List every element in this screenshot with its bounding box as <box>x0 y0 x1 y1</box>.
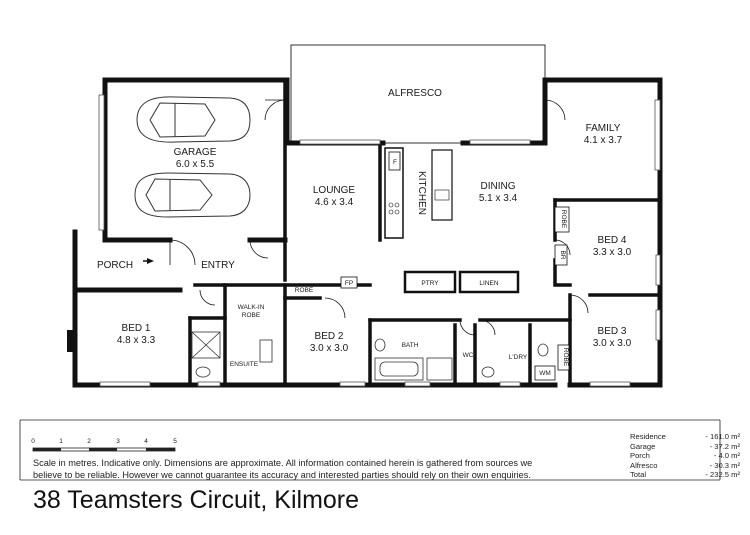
scale-tick: 3 <box>116 438 120 445</box>
room-name-bed4: BED 4 <box>598 235 627 246</box>
fridge-label: F <box>393 159 397 166</box>
room-name-bed2: BED 2 <box>315 331 344 342</box>
room-size-lounge: 4.6 x 3.4 <box>315 197 354 208</box>
room-size-garage: 6.0 x 5.5 <box>176 159 215 170</box>
storage-boxes <box>340 206 570 381</box>
room-name-bed1: BED 1 <box>122 323 151 334</box>
room-size-bed1: 4.8 x 3.3 <box>117 335 156 346</box>
area-label: Residence <box>630 432 666 441</box>
kitchen-benches <box>384 147 453 239</box>
exterior-walls <box>72 77 663 388</box>
room-name-linen: LINEN <box>479 280 498 287</box>
wm-label: WM <box>539 370 551 377</box>
area-row: Alfresco - 30.3 m² <box>630 461 740 471</box>
room-name-robe-bed3: ROBE <box>562 348 569 367</box>
room-name-kitchen: KITCHEN <box>416 171 427 215</box>
interior-walls <box>188 78 662 387</box>
room-size-bed4: 3.3 x 3.0 <box>593 247 632 258</box>
scale-tick: 4 <box>144 438 148 445</box>
area-label: Total <box>630 470 647 480</box>
area-row: Residence - 161.0 m² <box>630 432 740 442</box>
property-address: 38 Teamsters Circuit, Kilmore <box>33 486 360 514</box>
area-label: Garage <box>630 441 656 451</box>
area-label: Porch <box>630 451 650 461</box>
room-name-bed3: BED 3 <box>598 326 627 337</box>
room-name-bath: BATH <box>402 342 419 349</box>
area-summary: Residence - 161.0 m² Garage - 37.2 m² Porc… <box>630 432 740 480</box>
room-name-porch: PORCH <box>97 260 133 271</box>
area-row: Total - 232.5 m² <box>630 470 740 480</box>
room-size-bed3: 3.0 x 3.0 <box>593 338 632 349</box>
br-label: BR <box>559 250 566 259</box>
car-icon <box>134 172 251 218</box>
room-name-ldry: L'DRY <box>509 354 528 361</box>
windows <box>67 94 661 387</box>
bathroom-fixtures <box>191 331 549 381</box>
room-name-lounge: LOUNGE <box>313 185 356 196</box>
room-name-dining: DINING <box>481 181 516 192</box>
room-name-ensuite: ENSUITE <box>230 361 259 368</box>
area-row: Garage - 37.2 m² <box>630 442 740 452</box>
room-name-garage: GARAGE <box>174 147 217 158</box>
scale-tick: 5 <box>173 438 177 445</box>
room-name-walkin: WALK-IN <box>238 304 265 311</box>
car-icon <box>136 96 251 143</box>
room-name-robe-bed2: ROBE <box>295 287 314 294</box>
room-size-dining: 5.1 x 3.4 <box>479 193 518 204</box>
area-value: - 37.2 m² <box>709 441 740 451</box>
scale-tick: 2 <box>87 438 91 445</box>
scale-ticks: 0 1 2 3 4 5 <box>31 438 177 445</box>
area-row: Porch - 4.0 m² <box>630 451 740 461</box>
area-value: - 30.3 m² <box>709 460 740 470</box>
room-name-wc: WC <box>463 352 474 359</box>
disclaimer-line: Scale in metres. Indicative only. Dimens… <box>33 458 533 468</box>
scale-tick: 1 <box>59 438 63 445</box>
area-value: - 4.0 m² <box>713 451 740 461</box>
scale-tick: 0 <box>31 438 35 445</box>
area-label: Alfresco <box>630 460 658 470</box>
room-name-robe-bed4: ROBE <box>560 210 567 229</box>
room-name-walkin-robe: ROBE <box>242 312 261 319</box>
scale-bar <box>32 447 176 452</box>
room-size-family: 4.1 x 3.7 <box>584 135 623 146</box>
fp-label: FP <box>345 280 353 287</box>
room-size-bed2: 3.0 x 3.0 <box>310 343 349 354</box>
room-name-ptry: PTRY <box>421 280 439 287</box>
area-value: - 232.5 m² <box>705 470 740 480</box>
disclaimer: Scale in metres. Indicative only. Dimens… <box>33 458 603 481</box>
area-value: - 161.0 m² <box>705 432 740 441</box>
disclaimer-line: believe to be reliable. However we canno… <box>33 469 531 480</box>
room-name-alfresco: ALFRESCO <box>388 88 442 99</box>
room-name-family: FAMILY <box>586 123 621 134</box>
doors <box>169 99 589 336</box>
room-name-entry: ENTRY <box>201 260 235 271</box>
